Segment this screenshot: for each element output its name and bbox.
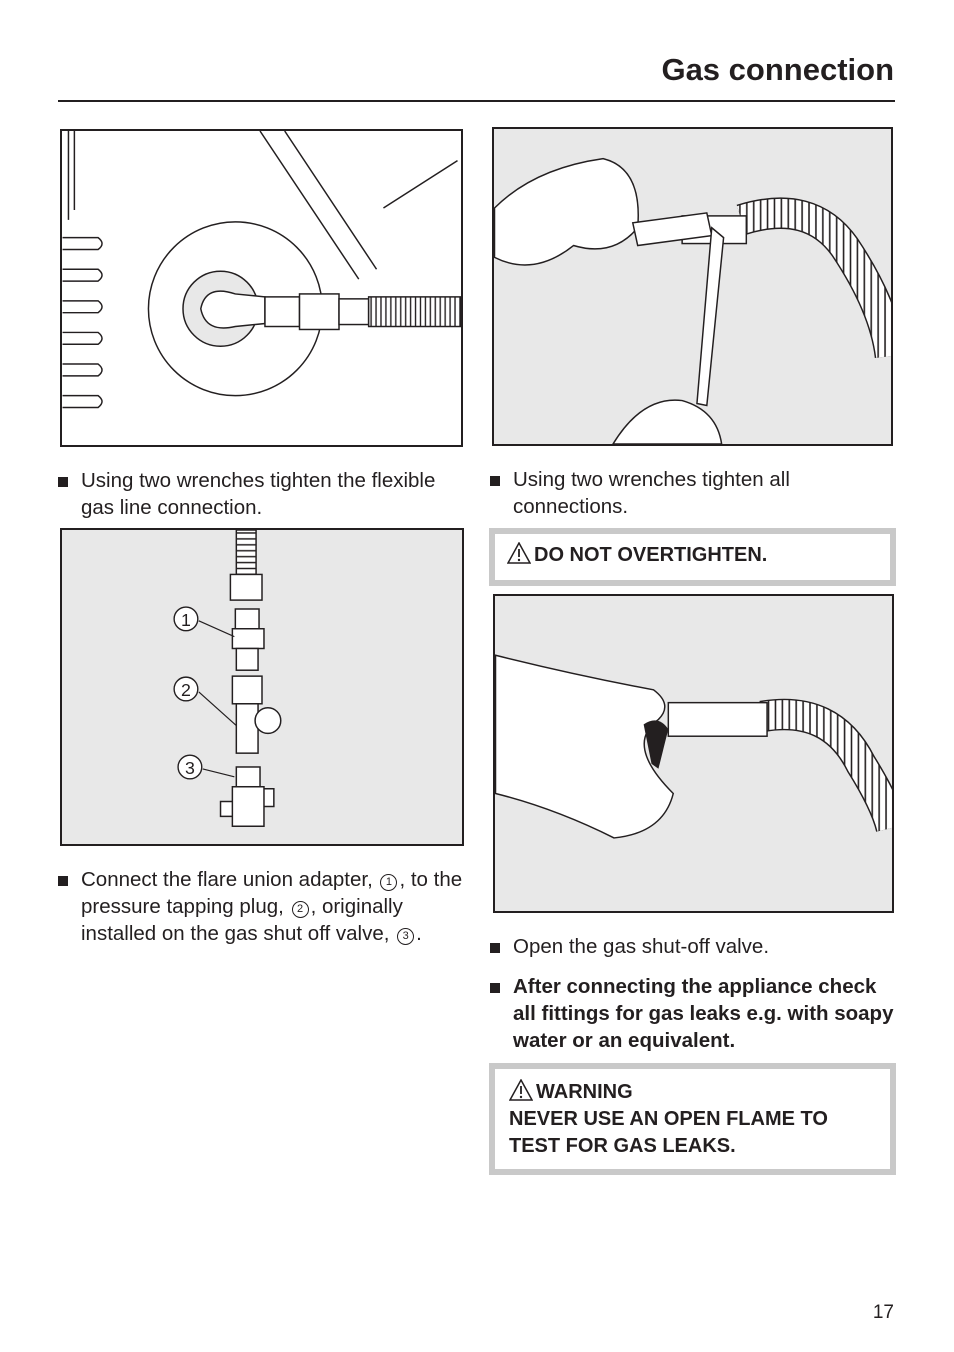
callout-1-inline: 1 [380, 874, 398, 891]
warning-leak-text: NEVER USE AN OPEN FLAME TO TEST FOR GAS … [509, 1108, 828, 1157]
step-text-part: , to the pressure tapping plug, [81, 868, 463, 918]
warning-triangle-icon [509, 1079, 533, 1101]
page-number: 17 [872, 1302, 894, 1323]
figure-two-wrenches [492, 127, 893, 446]
warning-triangle-icon [507, 542, 531, 564]
step-text: Using two wrenches tighten the flexible … [81, 469, 436, 519]
page-title: Gas connection [661, 52, 894, 87]
callout-1: 1 [181, 610, 191, 630]
warning-overtighten-box: DO NOT OVERTIGHTEN. [489, 528, 896, 586]
step-tighten-all: Using two wrenches tighten all connectio… [490, 466, 873, 520]
step-text-part: . [416, 922, 422, 945]
step-text: After connecting the appliance check all… [513, 975, 894, 1052]
two-wrenches-illustration [494, 157, 891, 444]
figure-open-valve [493, 594, 894, 913]
step-text: Open the gas shut-off valve. [513, 935, 770, 958]
wall-connection-illustration [62, 131, 461, 409]
fittings-illustration: 1 2 3 [173, 530, 282, 827]
step-open-valve: Open the gas shut-off valve. [490, 933, 903, 960]
callout-2: 2 [181, 680, 191, 700]
warning-overtighten-text: DO NOT OVERTIGHTEN. [534, 544, 768, 566]
step-text-part: , originally installed on the gas shut o… [81, 895, 403, 945]
step-text-part: Connect the flare union adapter, [81, 868, 373, 891]
warning-leak-box: WARNING NEVER USE AN OPEN FLAME TO TEST … [489, 1063, 896, 1175]
callout-3-inline: 3 [397, 928, 415, 945]
warning-leak-title: WARNING [536, 1081, 633, 1103]
step-connect-adapter: Connect the flare union adapter, 1, to t… [58, 866, 466, 947]
step-text: Using two wrenches tighten all connectio… [513, 468, 790, 518]
callout-2-inline: 2 [291, 901, 309, 918]
callout-3: 3 [185, 758, 195, 778]
step-check-leaks: After connecting the appliance check all… [490, 973, 903, 1054]
figure-fittings: 1 2 3 [60, 528, 464, 846]
title-rule [58, 100, 895, 102]
step-tighten-flexible-line: Using two wrenches tighten the flexible … [58, 467, 441, 521]
figure-wall-connection [60, 129, 463, 447]
open-valve-illustration [495, 654, 892, 839]
